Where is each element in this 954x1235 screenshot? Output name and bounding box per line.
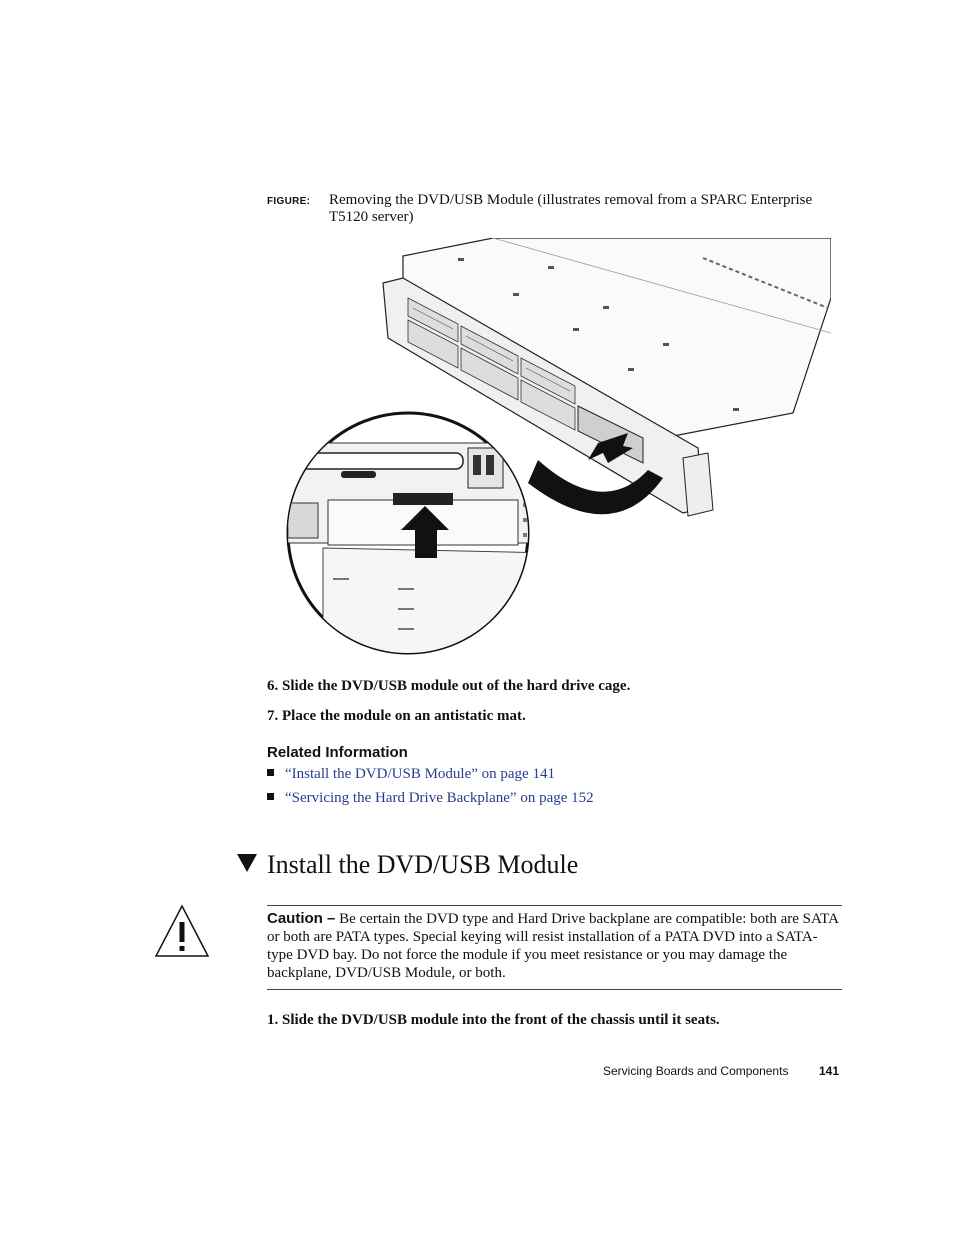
bullet-square-icon (267, 769, 274, 776)
step-1: 1. Slide the DVD/USB module into the fro… (267, 1012, 720, 1028)
related-link-backplane[interactable]: “Servicing the Hard Drive Backplane” on … (285, 790, 594, 806)
step-7: 7. Place the module on an antistatic mat… (267, 708, 526, 724)
dvd-usb-removal-illustration (286, 238, 831, 655)
removal-arrow (588, 433, 633, 463)
footer-page-number: 141 (819, 1064, 840, 1078)
bullet-square-icon (267, 793, 274, 800)
triangle-down-icon (237, 854, 257, 872)
figure-label: FIGURE: (267, 196, 311, 207)
related-information-heading: Related Information (267, 744, 408, 761)
related-link-install[interactable]: “Install the DVD/USB Module” on page 141 (285, 766, 555, 782)
chassis-end (682, 452, 714, 517)
related-link-item: “Servicing the Hard Drive Backplane” on … (267, 790, 594, 807)
footer-chapter: Servicing Boards and Components (603, 1064, 789, 1078)
caution-top-rule (267, 905, 842, 906)
callout-cone (528, 460, 663, 515)
caution-lead: Caution – (267, 910, 336, 927)
section-heading: Install the DVD/USB Module (237, 850, 578, 880)
section-title: Install the DVD/USB Module (267, 850, 579, 879)
related-link-item: “Install the DVD/USB Module” on page 141 (267, 766, 555, 783)
figure-caption-text: Removing the DVD/USB Module (illustrates… (329, 192, 813, 225)
caution-bottom-rule (267, 989, 842, 990)
caution-note: Caution – Be certain the DVD type and Ha… (267, 910, 842, 982)
step-6: 6. Slide the DVD/USB module out of the h… (267, 678, 631, 694)
drive-bays (407, 297, 576, 431)
caution-warning-icon (154, 904, 210, 957)
push-up-arrow (401, 506, 449, 558)
caution-body: Be certain the DVD type and Hard Drive b… (267, 911, 839, 981)
